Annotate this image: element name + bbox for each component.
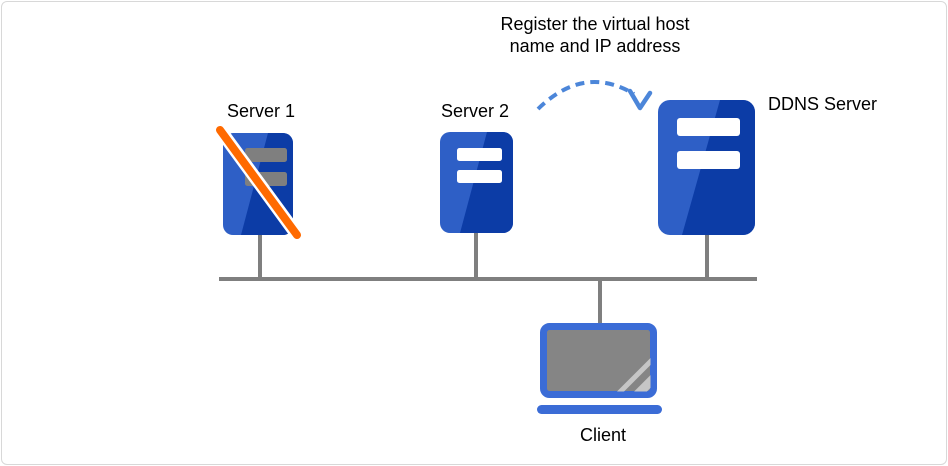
offline-slash-icon xyxy=(216,126,301,239)
ddns-slot-bar xyxy=(677,118,740,136)
server-icon-server2 xyxy=(440,132,513,233)
server2-slot-bar xyxy=(457,170,502,183)
connector-line-ddns xyxy=(705,235,709,279)
arrow-arc xyxy=(536,80,636,111)
dashed-arc-arrow-icon xyxy=(536,80,653,111)
laptop-screen xyxy=(540,323,657,398)
register-annotation-line1: Register the virtual host xyxy=(500,14,690,34)
arrow-head xyxy=(627,88,653,111)
client-label: Client xyxy=(579,425,627,445)
server-icon-server1 xyxy=(211,120,307,246)
connector-line-client xyxy=(598,279,602,326)
laptop-icon xyxy=(537,323,662,414)
laptop-base xyxy=(537,405,662,414)
server-icon-ddns xyxy=(658,100,755,235)
register-annotation: Register the virtual host name and IP ad… xyxy=(455,13,735,57)
ddns-slot-bar xyxy=(677,151,740,169)
server1-label: Server 1 xyxy=(226,101,296,121)
laptop-screen-shine xyxy=(616,357,651,392)
ddns-label: DDNS Server xyxy=(768,94,878,114)
register-annotation-line2: name and IP address xyxy=(509,36,681,56)
network-bus-line xyxy=(219,277,757,281)
server2-label: Server 2 xyxy=(440,101,510,121)
server1-slot-bar xyxy=(245,148,287,162)
server2-slot-bar xyxy=(457,148,502,161)
connector-line-server2 xyxy=(474,233,478,279)
connector-line-server1 xyxy=(258,235,262,279)
